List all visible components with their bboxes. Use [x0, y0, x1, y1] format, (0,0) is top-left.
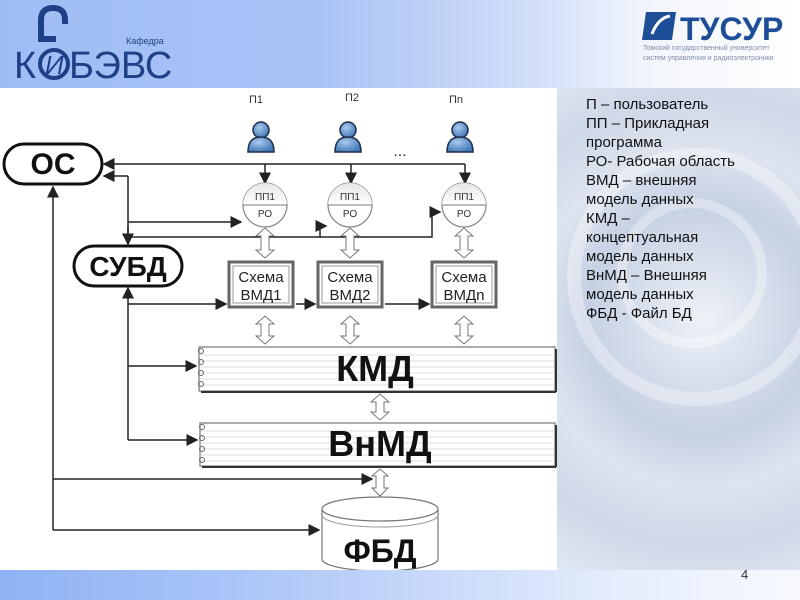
legend-line: ПП – Прикладная — [586, 115, 710, 132]
tusur-logo: ТУСУР — [640, 8, 800, 78]
schema-1-node — [227, 260, 295, 309]
vnmd-label: ВнМД — [328, 423, 431, 464]
vnmd-fbd-double-arrow — [370, 468, 390, 497]
app-1-top-label: ПП1 — [255, 192, 275, 203]
tusur-emblem-icon — [642, 12, 676, 40]
vnmd-node — [199, 422, 557, 468]
page-number: 4 — [741, 567, 749, 582]
legend-line: модель данных — [586, 286, 694, 303]
legend-line: ВнМД – Внешняя — [586, 267, 707, 284]
user-n-label: Пn — [449, 94, 463, 106]
users-ellipsis: ... — [393, 143, 406, 160]
app-2-bottom-label: РО — [343, 209, 357, 220]
schema-n-line2: ВМДn — [443, 287, 484, 304]
user-2-icon — [334, 121, 362, 153]
app-1-schema-double-arrow — [254, 227, 276, 259]
padlock-shackle-icon — [38, 4, 68, 38]
app-n-top-label: ПП1 — [454, 192, 474, 203]
legend-line: КМД – — [586, 210, 630, 227]
decorative-lens-panel — [557, 88, 800, 570]
tusur-subtitle: Томский государственный университет сист… — [643, 44, 774, 64]
schema-n-node — [430, 260, 498, 309]
kmd-label: КМД — [336, 348, 414, 389]
dbms-to-app-n-connector — [320, 206, 442, 238]
fbd-label: ФБД — [343, 533, 416, 569]
schema-2-line1: Схема — [327, 269, 373, 286]
logo-letters-bevs: БЭВС — [69, 45, 172, 86]
app-2-top-label: ПП1 — [340, 192, 360, 203]
legend-line: ВМД – внешняя — [586, 172, 697, 189]
schema-n-line1: Схема — [441, 269, 487, 286]
os-node — [2, 142, 104, 186]
schema-1-line1: Схема — [238, 269, 284, 286]
dbms-to-app-2-connector — [128, 220, 328, 238]
logo-letter-k: К — [14, 45, 36, 86]
footer-band — [0, 570, 800, 600]
logo-at-ring — [38, 48, 70, 80]
os-label: ОС — [31, 148, 76, 181]
logo-letter-i: И — [45, 50, 64, 80]
legend-line: П – пользователь — [586, 96, 709, 113]
legend-line: РО- Рабочая область — [586, 153, 735, 170]
kmd-node — [198, 346, 557, 393]
kibevs-logo: К И БЭВС Кафедра — [8, 2, 178, 86]
kibevs-logo-graphic: К И БЭВС — [14, 4, 172, 86]
diagram-area: ОС СУБД П1 П2 Пn ... ПП1 РО ПП1 РО — [0, 88, 557, 570]
schema-2-line2: ВМД2 — [329, 287, 370, 304]
legend-line: ФБД - Файл БД — [586, 305, 692, 322]
user-1-label: П1 — [249, 94, 263, 106]
app-n-bottom-label: РО — [457, 209, 471, 220]
tusur-name-graphic: ТУСУР — [680, 11, 783, 47]
schema-kmd-double-arrows — [254, 315, 475, 345]
tusur-subtitle-line1: Томский государственный университет — [643, 45, 770, 52]
user-n-icon — [446, 121, 474, 153]
app-2-schema-double-arrow — [339, 227, 361, 259]
legend: П – пользователь ПП – Прикладная програм… — [586, 95, 786, 323]
logo-caption: Кафедра — [126, 36, 164, 46]
app-2-node — [327, 182, 373, 228]
user-1-icon — [247, 121, 275, 153]
app-n-schema-double-arrow — [453, 227, 475, 259]
app-1-bottom-label: РО — [258, 209, 272, 220]
tusur-emblem-feather — [650, 14, 671, 35]
schema-1-line2: ВМД1 — [240, 287, 281, 304]
user-2-label: П2 — [345, 92, 359, 104]
padlock-bar — [38, 36, 56, 42]
fbd-node — [321, 496, 439, 570]
legend-line: программа — [586, 134, 662, 151]
tusur-emblem: ТУСУР — [642, 11, 783, 47]
schema-2-node — [316, 260, 384, 309]
app-1-node — [242, 182, 288, 228]
database-architecture-diagram: ОС СУБД П1 П2 Пn ... ПП1 РО ПП1 РО — [2, 92, 557, 570]
legend-line: модель данных — [586, 248, 694, 265]
legend-line: концептуальная — [586, 229, 699, 246]
legend-line: модель данных — [586, 191, 694, 208]
lens-ring-inner — [617, 198, 767, 348]
app-n-node — [441, 182, 487, 228]
dbms-label: СУБД — [89, 251, 166, 282]
tusur-subtitle-line2: систем управления и радиоэлектроники — [643, 55, 774, 62]
kmd-vnmd-double-arrow — [369, 393, 391, 421]
